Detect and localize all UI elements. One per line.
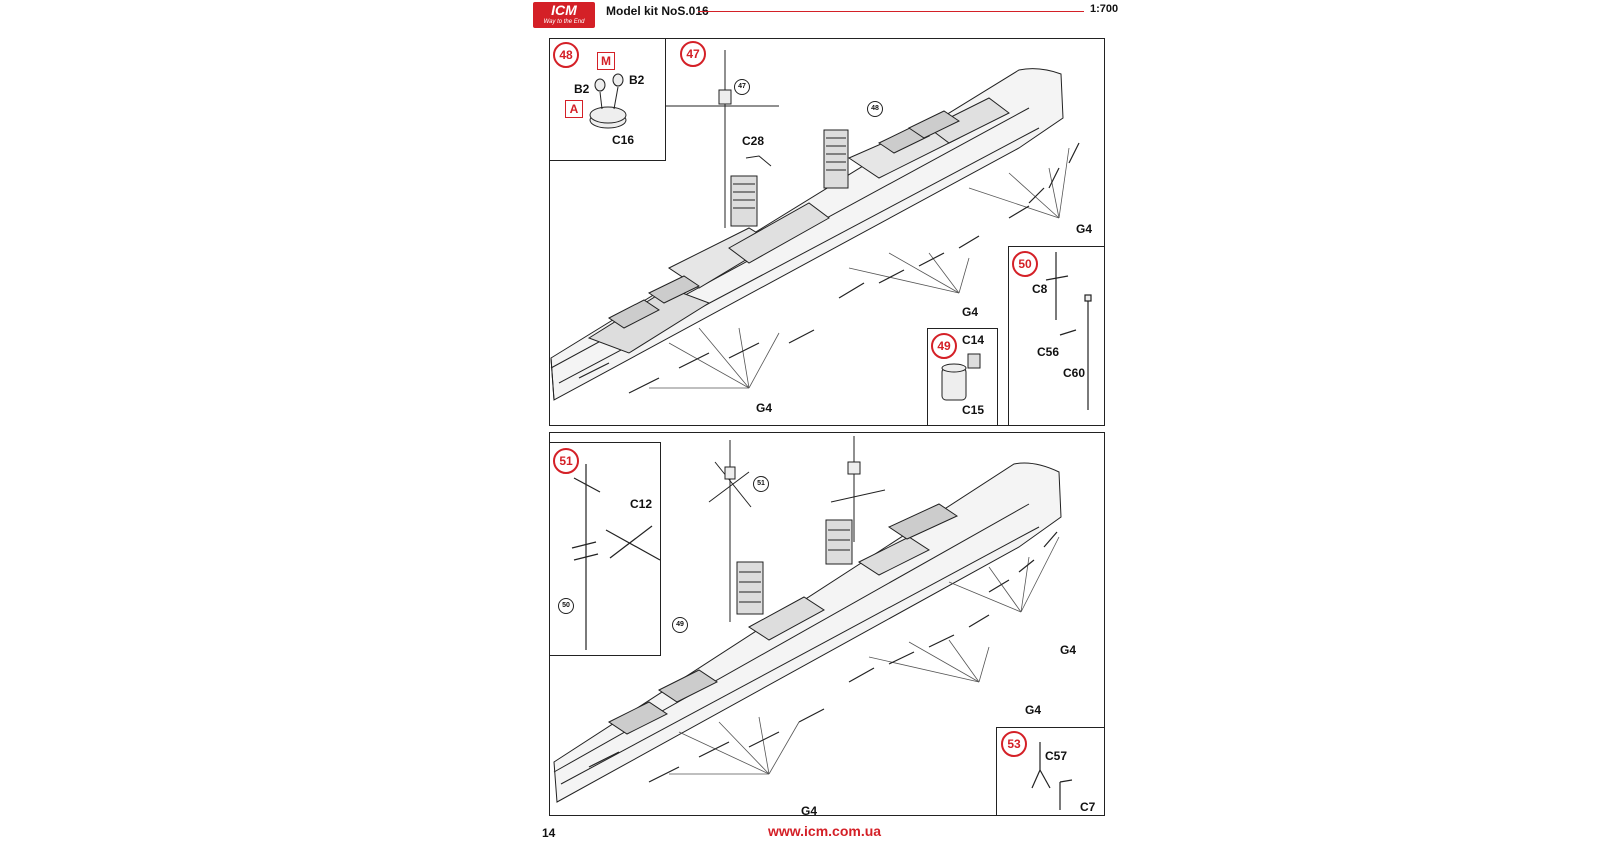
callout-m: M	[597, 52, 615, 70]
label-c14: C14	[962, 333, 985, 347]
callout-a: A	[565, 100, 583, 118]
website-link[interactable]: www.icm.com.ua	[768, 823, 882, 839]
label-g4-top-middle: G4	[962, 305, 979, 319]
icm-logo: ICM Way to the End	[533, 2, 595, 28]
ref-step-47: 47	[734, 79, 750, 95]
label-g4-bottom-middle: G4	[1025, 703, 1042, 717]
step-53-number: 53	[1001, 731, 1027, 757]
step-50-mast-drawing	[1045, 252, 1092, 410]
ref-step-51: 51	[753, 476, 769, 492]
label-c12: C12	[630, 497, 653, 511]
ref-step-48: 48	[867, 101, 883, 117]
label-c7: C7	[1080, 800, 1096, 814]
label-b2-left: B2	[574, 82, 590, 96]
ship-illustration-step-47	[550, 50, 1080, 401]
ship-illustration-final	[553, 436, 1062, 803]
header-rule	[698, 11, 1084, 12]
label-c16: C16	[612, 133, 635, 147]
step-51-inset	[549, 442, 661, 656]
kit-label: Model kit NoS.016	[606, 4, 709, 18]
ref-step-49: 49	[672, 617, 688, 633]
label-c15: C15	[962, 403, 985, 417]
step-51-mast-drawing	[571, 464, 661, 650]
step-51-number: 51	[553, 448, 579, 474]
step-50-number: 50	[1012, 251, 1038, 277]
ref-step-50-inset: 50	[558, 598, 574, 614]
label-g4-top-bottom: G4	[756, 401, 773, 415]
step-49-number: 49	[931, 333, 957, 359]
step-48-number: 48	[553, 42, 579, 68]
label-c57: C57	[1045, 749, 1068, 763]
step-48-parts-drawing	[589, 73, 627, 129]
label-c56: C56	[1037, 345, 1060, 359]
step-53-parts-drawing	[1031, 742, 1073, 810]
label-b2-right: B2	[629, 73, 645, 87]
scale-label: 1:700	[1090, 3, 1119, 15]
step-49-parts-drawing	[941, 353, 981, 401]
label-g4-top-right: G4	[1076, 222, 1093, 236]
label-g4-bottom-bottom: G4	[801, 804, 818, 818]
label-g4-bottom-right: G4	[1060, 643, 1077, 657]
step-47-number: 47	[680, 41, 706, 67]
logo-tagline: Way to the End	[543, 19, 585, 25]
label-c8: C8	[1032, 282, 1048, 296]
label-c28: C28	[742, 134, 765, 148]
page-number: 14	[542, 826, 556, 840]
logo-main: ICM	[551, 2, 577, 18]
label-c60: C60	[1063, 366, 1086, 380]
